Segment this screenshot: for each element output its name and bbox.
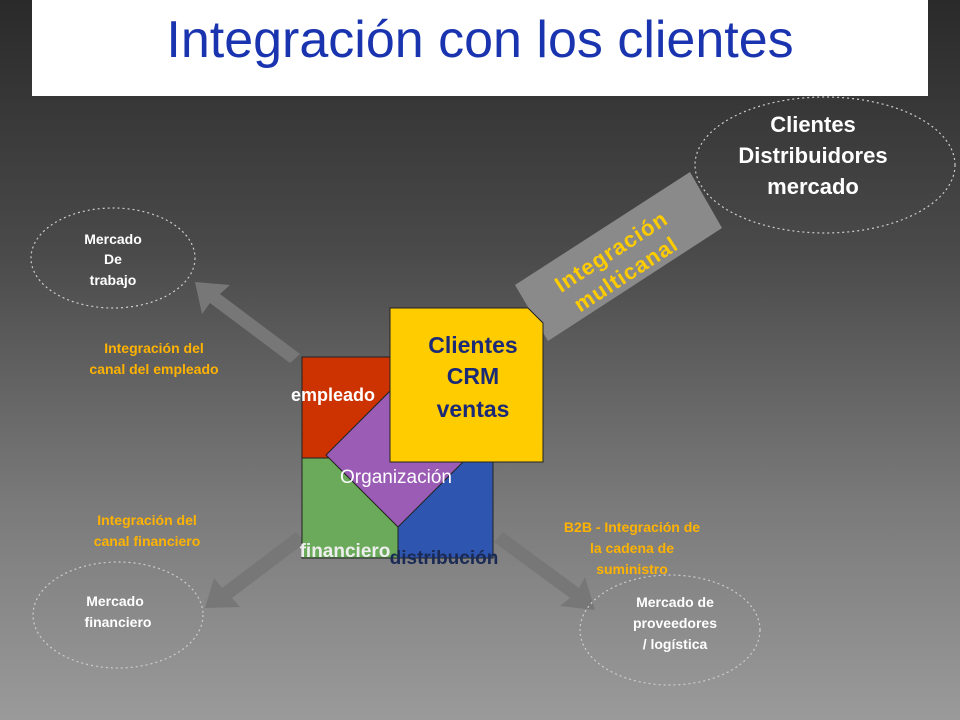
crm-line-3: ventas [437, 396, 510, 422]
proveedores-line-2: proveedores [633, 615, 717, 631]
crm-line-1: Clientes [428, 332, 517, 358]
clientes-line-2: Distribuidores [738, 143, 887, 168]
arrow-empleado [195, 282, 300, 363]
b2b-line-2: la cadena de [590, 540, 674, 556]
page-title: Integración con los clientes [166, 11, 794, 69]
trabajo-line-1: Mercado [84, 231, 142, 247]
canal-financiero-line-2: canal financiero [94, 533, 201, 549]
ellipse-mercado-proveedores [579, 574, 761, 686]
canal-empleado-line-2: canal del empleado [89, 361, 218, 377]
title-box: Integración con los clientes [32, 0, 928, 96]
block-crm [389, 307, 544, 463]
label-distribucion: distribución [390, 548, 499, 569]
label-empleado: empleado [291, 385, 375, 405]
proveedores-line-3: / logística [643, 636, 708, 652]
crm-line-2: CRM [447, 363, 499, 389]
trabajo-line-2: De [104, 251, 122, 267]
multicanal-band [515, 172, 722, 341]
trabajo-line-3: trabajo [90, 272, 137, 288]
label-financiero: financiero [300, 541, 391, 562]
b2b-line-3: suministro [596, 561, 668, 577]
label-organizacion: Organización [340, 467, 452, 488]
arrow-b2b [494, 532, 595, 610]
clientes-line-3: mercado [767, 174, 859, 199]
clientes-line-1: Clientes [770, 112, 856, 137]
ellipse-mercado-financiero [32, 561, 204, 669]
b2b-line-1: B2B - Integración de [564, 519, 700, 535]
proveedores-line-1: Mercado de [636, 594, 714, 610]
financiero-ell-line-1: Mercado [86, 593, 144, 609]
canal-financiero-line-1: Integración del [97, 512, 197, 528]
ellipse-clientes [694, 96, 956, 234]
arrow-financiero [205, 532, 306, 608]
ellipse-mercado-trabajo [30, 207, 196, 309]
financiero-ell-line-2: financiero [85, 614, 152, 630]
canal-empleado-line-1: Integración del [104, 340, 204, 356]
